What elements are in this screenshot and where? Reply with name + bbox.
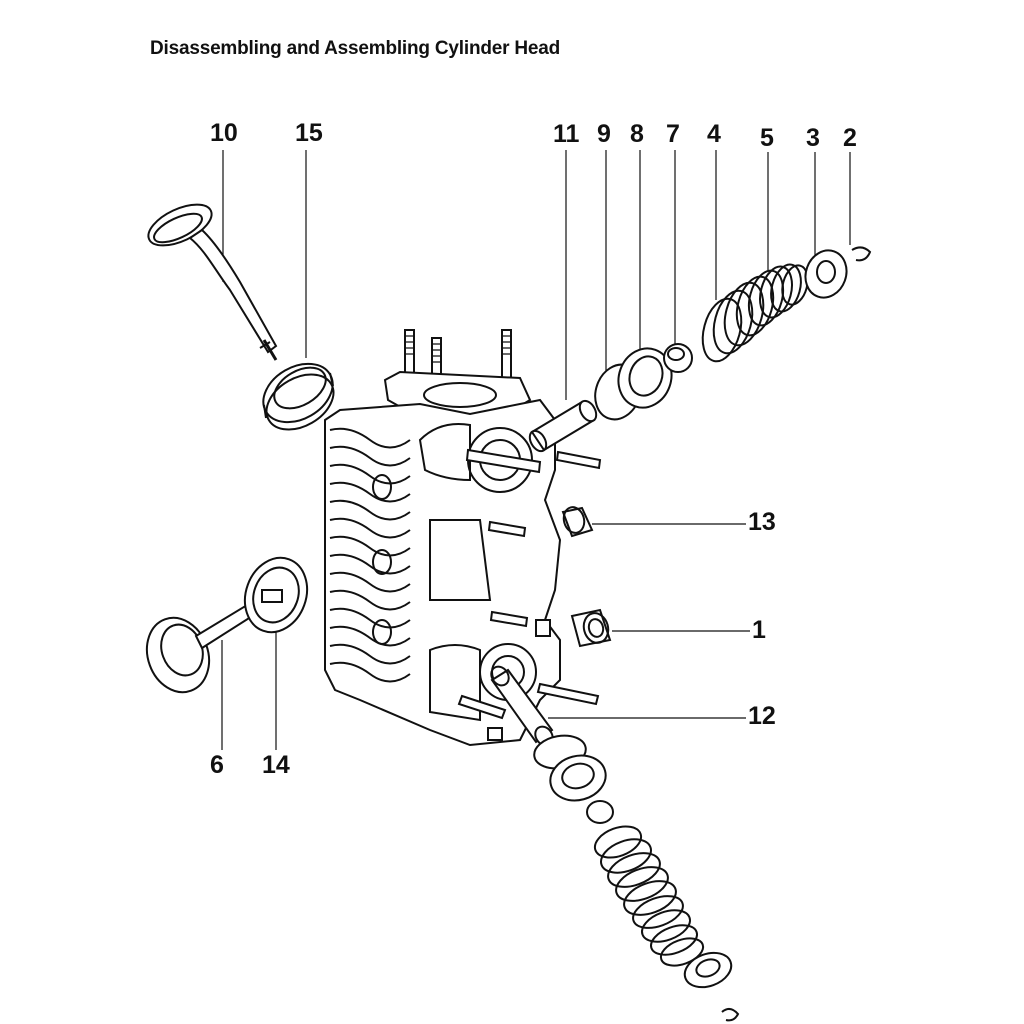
callout-5: 5 [760, 124, 774, 152]
callout-4: 4 [707, 120, 721, 148]
callout-10: 10 [210, 119, 238, 147]
leader-lines [221, 150, 851, 750]
callout-3: 3 [806, 124, 820, 152]
spring-retainer-part-3 [804, 249, 848, 299]
callout-2: 2 [843, 124, 857, 152]
valve-seat-part-14 [243, 556, 309, 634]
bush-part-13 [561, 506, 594, 538]
callout-14: 14 [262, 751, 290, 779]
valve-guide-part-12 [490, 665, 554, 747]
callout-9: 9 [597, 120, 611, 148]
callout-6: 6 [210, 751, 224, 779]
callout-8: 8 [630, 120, 644, 148]
spring-seat-part-8 [617, 347, 673, 409]
valve-guide-part-11 [528, 399, 598, 453]
lower-valve-assembly [533, 734, 740, 1022]
valve-part-10 [147, 203, 278, 361]
cylinder-head-body [324, 329, 602, 747]
page-title: Disassembling and Assembling Cylinder He… [150, 38, 561, 59]
bush-part-1 [570, 608, 612, 648]
callout-11: 11 [553, 120, 580, 148]
callout-1: 1 [752, 616, 766, 644]
callout-7: 7 [666, 120, 680, 148]
valve-seat-part-15 [262, 362, 335, 431]
callout-12: 12 [748, 702, 776, 730]
callout-15: 15 [295, 119, 323, 147]
oil-seal-part-7 [663, 343, 693, 373]
valve-keepers-part-2 [851, 246, 872, 262]
valve-springs-parts-4-5 [701, 263, 809, 363]
callout-13: 13 [748, 508, 776, 536]
